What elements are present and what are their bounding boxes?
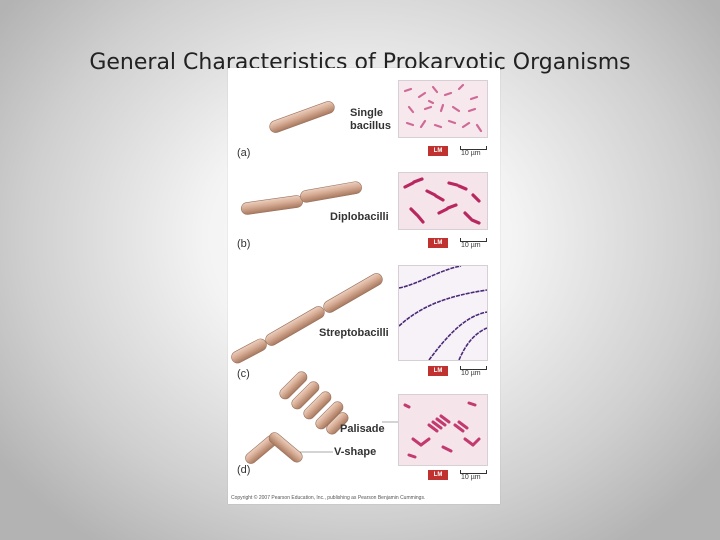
label-palisade: Palisade bbox=[340, 423, 385, 435]
part-b: (b) bbox=[237, 238, 251, 250]
micrograph-single-bacillus bbox=[398, 80, 488, 138]
label-diplobacilli: Diplobacilli bbox=[330, 211, 389, 223]
lm-badge-c: LM bbox=[428, 366, 448, 376]
scale-label-a: 10 µm bbox=[461, 150, 481, 157]
micrograph-diplobacilli bbox=[398, 172, 488, 230]
scale-label-c: 10 µm bbox=[461, 370, 481, 377]
scale-label-b: 10 µm bbox=[461, 242, 481, 249]
label-bacillus: bacillus bbox=[350, 120, 391, 132]
rod-illustrations bbox=[231, 101, 429, 464]
part-d: (d) bbox=[237, 464, 251, 476]
palisade-drawing bbox=[279, 371, 349, 435]
label-streptobacilli: Streptobacilli bbox=[319, 327, 389, 339]
copyright-notice: Copyright © 2007 Pearson Education, Inc.… bbox=[231, 495, 426, 501]
scale-label-d: 10 µm bbox=[461, 474, 481, 481]
streptobacilli-drawing bbox=[231, 273, 383, 364]
v-shape-drawing bbox=[245, 432, 303, 464]
label-single: Single bbox=[350, 107, 384, 119]
scale-bar-c bbox=[460, 366, 487, 370]
part-a: (a) bbox=[237, 147, 251, 159]
lm-badge-b: LM bbox=[428, 238, 448, 248]
lm-badge-d: LM bbox=[428, 470, 448, 480]
part-c: (c) bbox=[237, 368, 250, 380]
label-v-shape: V-shape bbox=[334, 446, 377, 458]
scale-bar-d bbox=[460, 470, 487, 474]
diplobacilli-drawing bbox=[240, 181, 362, 215]
single-bacillus-drawing bbox=[269, 101, 335, 133]
scale-bar-a bbox=[460, 146, 487, 150]
scale-bar-b bbox=[460, 238, 487, 242]
micrograph-streptobacilli bbox=[398, 265, 488, 361]
bacillus-arrangements-figure: Single bacillus Diplobacilli Streptobaci… bbox=[228, 68, 500, 504]
lm-badge-a: LM bbox=[428, 146, 448, 156]
micrograph-palisade-v-shape bbox=[398, 394, 488, 466]
